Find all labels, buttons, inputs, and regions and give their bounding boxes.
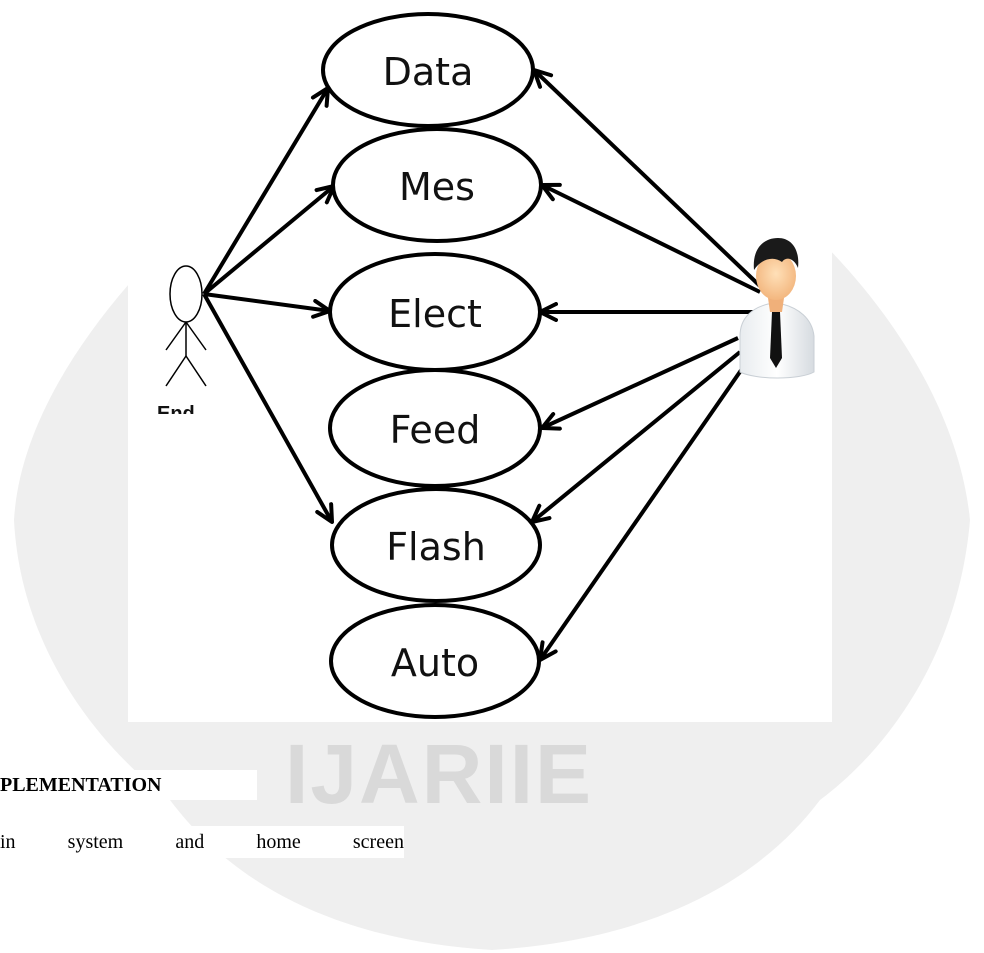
use-case-mes: Mes — [331, 127, 543, 243]
avatar-tie — [770, 312, 782, 368]
association-admin-to-feed — [540, 336, 739, 431]
avatar-hair — [753, 238, 799, 270]
body-word: and — [175, 831, 205, 853]
body-word: home — [256, 831, 301, 853]
watermark-text: IJARIIE — [285, 727, 593, 821]
use-case-auto-ellipse — [329, 603, 541, 719]
stick-figure-leg-left — [165, 355, 187, 387]
body-word: system — [67, 831, 124, 853]
use-case-elect: Elect — [328, 252, 542, 372]
association-admin-to-data — [532, 68, 762, 288]
end-user-associations — [202, 86, 336, 524]
association-end-to-flash — [202, 293, 334, 524]
use-case-feed: Feed — [328, 368, 542, 488]
use-case-flash: Flash — [330, 487, 542, 603]
association-end-to-mes — [202, 184, 336, 296]
stick-figure-arm-left — [165, 321, 187, 351]
use-case-feed-ellipse — [328, 368, 542, 488]
association-end-to-elect — [203, 292, 332, 319]
avatar-face — [756, 252, 796, 300]
stick-figure-leg-right — [185, 355, 207, 387]
admin-actor-avatar — [739, 238, 815, 379]
use-case-data: Data — [321, 12, 535, 128]
use-case-feed-label: Feed — [390, 408, 481, 452]
use-case-diagram: Data Mes Elect Feed Flash Auto End — [157, 12, 815, 719]
section-heading: PLEMENTATION — [0, 770, 257, 800]
admin-associations — [530, 68, 762, 662]
use-case-mes-label: Mes — [399, 165, 475, 209]
use-case-auto-label: Auto — [391, 641, 479, 685]
association-admin-to-mes — [540, 182, 761, 294]
association-admin-to-flash — [530, 350, 742, 524]
use-case-flash-ellipse — [330, 487, 542, 603]
body-word: screen — [352, 831, 404, 853]
end-user-actor — [165, 265, 207, 387]
end-user-label: End — [157, 403, 195, 425]
use-case-data-label: Data — [383, 50, 474, 94]
use-case-auto: Auto — [329, 603, 541, 719]
body-text-line: in system and home screen — [0, 826, 404, 858]
association-end-to-data — [202, 86, 330, 296]
use-case-mes-ellipse — [331, 127, 543, 243]
use-case-data-ellipse — [321, 12, 535, 128]
avatar-neck — [768, 298, 784, 312]
stick-figure-arm-right — [185, 321, 207, 351]
association-admin-to-auto — [538, 364, 746, 662]
use-case-elect-label: Elect — [388, 292, 482, 336]
use-case-flash-label: Flash — [386, 525, 486, 569]
stick-figure-head — [169, 265, 203, 323]
body-word: in — [0, 831, 16, 853]
